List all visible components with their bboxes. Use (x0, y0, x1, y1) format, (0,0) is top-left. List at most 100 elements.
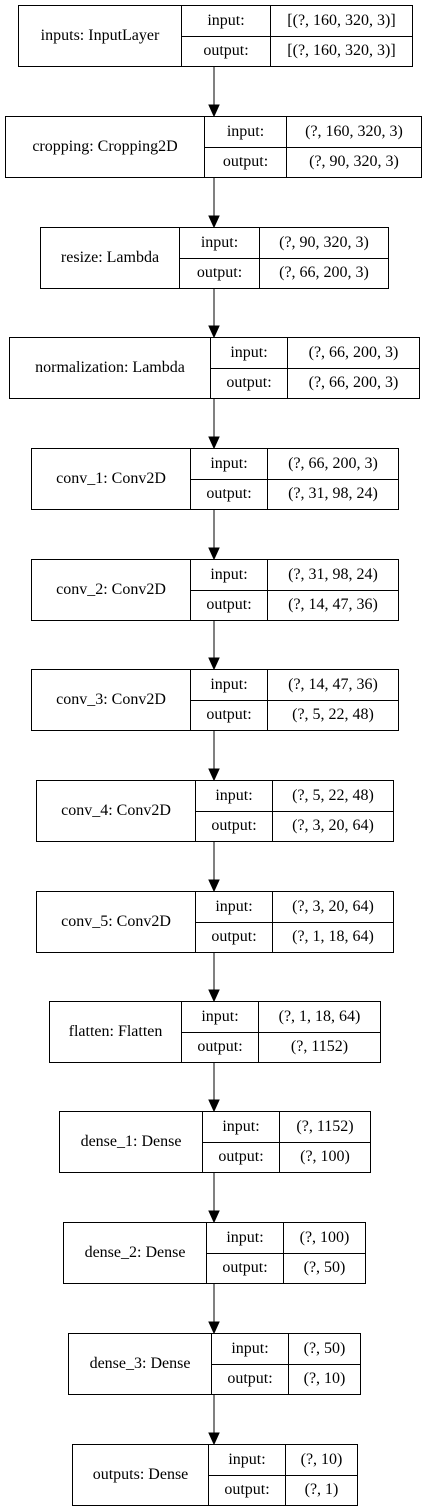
input-key: input: (207, 11, 245, 29)
io-keys: input: output: (180, 228, 260, 288)
io-values: (?, 66, 200, 3) (?, 66, 200, 3) (288, 338, 419, 398)
node-label: resize: Lambda (41, 228, 180, 288)
input-key: input: (215, 786, 253, 804)
io-keys: input: output: (205, 117, 287, 177)
arrowhead (208, 547, 220, 561)
io-values: (?, 14, 47, 36) (?, 5, 22, 48) (268, 670, 398, 730)
edge-arrow (208, 510, 220, 561)
output-shape: (?, 10) (289, 1363, 360, 1395)
node-label: inputs: InputLayer (19, 6, 182, 66)
node-normalization: normalization: Lambda input: output: (?,… (9, 337, 420, 399)
node-label: outputs: Dense (73, 1445, 209, 1505)
node-label: dense_2: Dense (64, 1223, 207, 1283)
input-key: input: (230, 343, 268, 361)
io-values: (?, 1, 18, 64) (?, 1152) (259, 1002, 380, 1062)
io-keys: input: output: (191, 449, 268, 509)
input-key: input: (226, 1228, 264, 1246)
io-values: (?, 1152) (?, 100) (280, 1112, 370, 1172)
input-key: input: (222, 1117, 260, 1135)
input-shape: (?, 1152) (296, 1117, 354, 1135)
output-shape: [(?, 160, 320, 3)] (271, 35, 412, 67)
arrowhead (208, 657, 220, 671)
io-keys: input: output: (211, 338, 288, 398)
input-shape: (?, 3, 20, 64) (292, 897, 374, 915)
io-keys: input: output: (203, 1112, 280, 1172)
output-key: output: (180, 257, 259, 289)
input-shape: (?, 14, 47, 36) (288, 675, 378, 693)
input-shape: (?, 31, 98, 24) (288, 565, 378, 583)
arrowhead (208, 1210, 220, 1224)
arrowhead (208, 215, 220, 229)
input-shape: (?, 100) (299, 1228, 350, 1246)
input-key: input: (201, 1007, 239, 1025)
node-conv-2: conv_2: Conv2D input: output: (?, 31, 98… (31, 559, 399, 621)
output-key: output: (191, 699, 267, 731)
io-keys: input: output: (212, 1334, 289, 1394)
edge-arrow (208, 67, 220, 118)
node-label: conv_5: Conv2D (37, 892, 196, 952)
arrowhead (208, 325, 220, 339)
input-shape: (?, 66, 200, 3) (288, 454, 378, 472)
node-label: normalization: Lambda (10, 338, 211, 398)
input-shape: (?, 5, 22, 48) (292, 786, 374, 804)
output-key: output: (196, 810, 272, 842)
node-label: flatten: Flatten (50, 1002, 182, 1062)
input-key: input: (200, 233, 239, 251)
output-key: output: (212, 1363, 288, 1395)
node-dense-1: dense_1: Dense input: output: (?, 1152) … (59, 1111, 371, 1173)
input-shape: [(?, 160, 320, 3)] (287, 11, 396, 29)
output-key: output: (205, 146, 286, 178)
io-keys: input: output: (209, 1445, 286, 1505)
io-values: (?, 31, 98, 24) (?, 14, 47, 36) (268, 560, 398, 620)
output-shape: (?, 90, 320, 3) (287, 146, 421, 178)
input-key: input: (215, 897, 253, 915)
arrowhead (208, 989, 220, 1003)
node-conv-5: conv_5: Conv2D input: output: (?, 3, 20,… (36, 891, 394, 953)
arrowhead (208, 1099, 220, 1113)
input-key: input: (210, 675, 248, 693)
io-keys: input: output: (182, 6, 271, 66)
output-shape: (?, 1) (286, 1474, 357, 1506)
node-label: conv_2: Conv2D (32, 560, 191, 620)
arrowhead (208, 768, 220, 782)
io-keys: input: output: (191, 670, 268, 730)
output-shape: (?, 3, 20, 64) (273, 810, 393, 842)
node-label: conv_3: Conv2D (32, 670, 191, 730)
edge-arrow (208, 1173, 220, 1224)
input-key: input: (231, 1339, 269, 1357)
input-key: input: (226, 122, 265, 140)
input-key: input: (228, 1450, 266, 1468)
edge-arrow (208, 399, 220, 450)
io-values: [(?, 160, 320, 3)] [(?, 160, 320, 3)] (271, 6, 412, 66)
node-inputs: inputs: InputLayer input: output: [(?, 1… (18, 5, 413, 67)
output-key: output: (211, 367, 287, 399)
io-keys: input: output: (207, 1223, 284, 1283)
edge-arrow (208, 1284, 220, 1335)
arrowhead (208, 1321, 220, 1335)
io-values: (?, 100) (?, 50) (284, 1223, 365, 1283)
arrowhead (208, 879, 220, 893)
output-key: output: (191, 589, 267, 621)
output-shape: (?, 1, 18, 64) (273, 921, 393, 953)
node-resize: resize: Lambda input: output: (?, 90, 32… (40, 227, 389, 289)
node-label: cropping: Cropping2D (6, 117, 205, 177)
output-shape: (?, 5, 22, 48) (268, 699, 398, 731)
arrowhead (208, 104, 220, 118)
node-label: dense_1: Dense (60, 1112, 203, 1172)
input-key: input: (210, 454, 248, 472)
output-shape: (?, 31, 98, 24) (268, 478, 398, 510)
node-label: dense_3: Dense (69, 1334, 212, 1394)
arrowhead (208, 1432, 220, 1446)
edge-arrow (208, 1395, 220, 1446)
edge-arrow (208, 289, 220, 339)
output-key: output: (207, 1252, 283, 1284)
io-values: (?, 160, 320, 3) (?, 90, 320, 3) (287, 117, 421, 177)
input-key: input: (210, 565, 248, 583)
io-keys: input: output: (196, 781, 273, 841)
node-outputs: outputs: Dense input: output: (?, 10) (?… (72, 1444, 358, 1506)
node-conv-4: conv_4: Conv2D input: output: (?, 5, 22,… (36, 780, 394, 842)
node-conv-3: conv_3: Conv2D input: output: (?, 14, 47… (31, 669, 399, 731)
output-shape: (?, 1152) (259, 1031, 380, 1063)
io-keys: input: output: (196, 892, 273, 952)
